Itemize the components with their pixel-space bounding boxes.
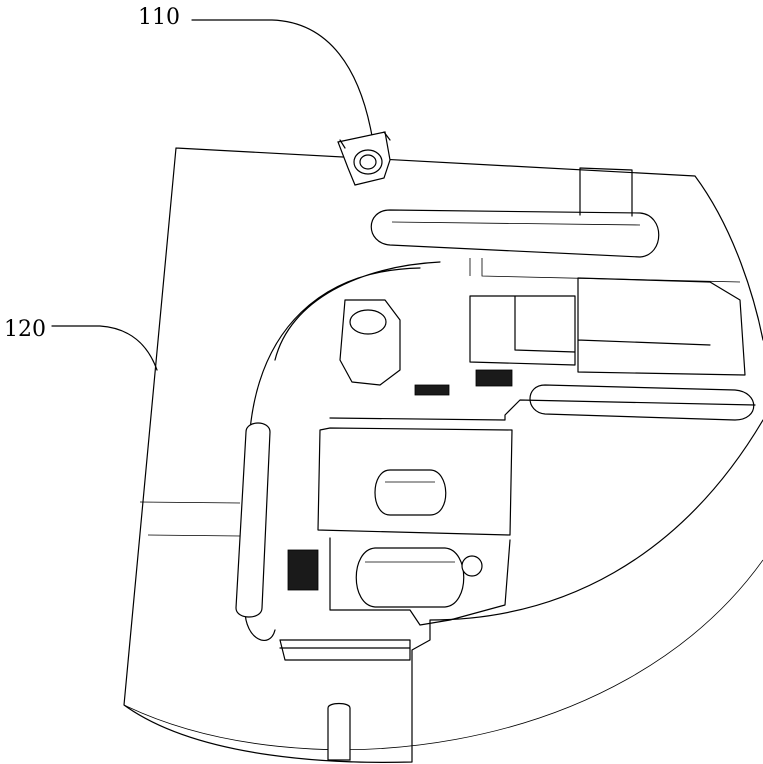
left-horizontal-lines [140,502,240,536]
bottom-rail [280,640,410,660]
middle-block [470,296,575,365]
dark-pad-2 [415,385,449,395]
ref-label-120: 120 [4,317,46,342]
leader-line-110 [192,20,372,136]
top-slot [371,210,659,257]
leader-line-120 [52,326,157,370]
left-pin [236,423,270,617]
bottom-post [328,704,350,761]
ref-label-110: 110 [138,5,180,30]
left-clip-hole [350,310,386,334]
small-round-hole [462,556,482,576]
top-strip [580,168,632,216]
right-block [578,278,745,375]
oval-hole-lower [356,548,464,607]
oval-hole-upper [375,470,446,515]
dark-pad-1 [476,370,512,386]
part-110-clip [338,132,390,185]
dark-pad-3 [288,550,318,590]
